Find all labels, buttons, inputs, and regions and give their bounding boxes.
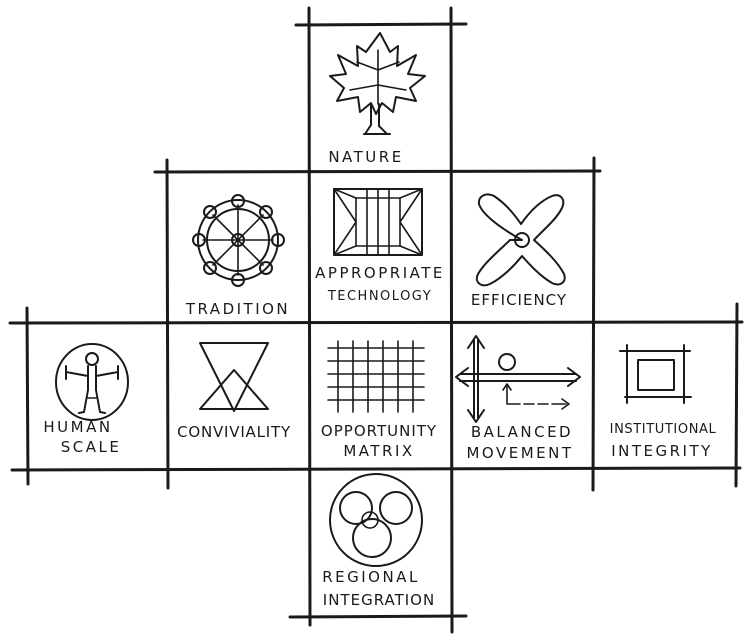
grid-line xyxy=(290,616,466,617)
institutional-integrity-label-1: INSTITUTIONAL xyxy=(610,422,717,437)
wheel-icon xyxy=(193,195,284,286)
appropriate-technology-label-1: APPROPRIATE xyxy=(315,264,445,282)
conviviality-label: CONVIVIALITY xyxy=(177,423,291,441)
four-point-star-icon xyxy=(477,194,565,285)
cell-efficiency: EFFICIENCY xyxy=(471,194,567,309)
tradition-label: TRADITION xyxy=(185,300,290,318)
human-scale-label-1: HUMAN xyxy=(43,418,112,436)
cell-nature: NATURE xyxy=(328,33,425,166)
balanced-movement-label-2: MOVEMENT xyxy=(466,444,573,462)
cell-institutional-integrity: INSTITUTIONAL INTEGRITY xyxy=(610,345,717,460)
efficiency-label: EFFICIENCY xyxy=(471,291,567,309)
cell-conviviality: CONVIVIALITY xyxy=(177,343,291,441)
framed-square-icon xyxy=(620,345,691,403)
grid-icon xyxy=(328,341,424,412)
human-figure-icon xyxy=(56,344,128,420)
grid-line xyxy=(10,322,742,323)
grid-line xyxy=(167,160,168,488)
overlapping-circles-icon xyxy=(330,474,422,566)
cell-regional-integration: REGIONAL INTEGRATION xyxy=(322,474,435,609)
grid-line xyxy=(736,304,737,486)
cell-balanced-movement: BALANCED MOVEMENT xyxy=(456,336,580,462)
human-scale-label-2: SCALE xyxy=(61,438,122,456)
grid-line xyxy=(12,468,740,470)
cell-opportunity-matrix: OPPORTUNITY MATRIX xyxy=(321,341,437,460)
opportunity-matrix-label-1: OPPORTUNITY xyxy=(321,422,437,440)
grid-lines xyxy=(10,8,742,632)
arrows-icon xyxy=(456,336,580,422)
regional-integration-label-2: INTEGRATION xyxy=(323,591,435,609)
grid-line xyxy=(451,8,452,632)
appropriate-technology-label-2: TECHNOLOGY xyxy=(327,289,432,304)
hourglass-triangles-icon xyxy=(200,343,268,411)
institutional-integrity-label-2: INTEGRITY xyxy=(611,442,713,460)
grid-line xyxy=(309,8,310,625)
nature-label: NATURE xyxy=(328,148,403,166)
cell-appropriate-technology: APPROPRIATE TECHNOLOGY xyxy=(315,189,445,304)
opportunity-matrix-label-2: MATRIX xyxy=(343,442,414,460)
maple-leaf-icon xyxy=(330,33,425,134)
balanced-movement-label-1: BALANCED xyxy=(471,423,573,441)
cell-tradition: TRADITION xyxy=(185,195,290,318)
grid-line xyxy=(593,158,594,490)
cell-human-scale: HUMAN SCALE xyxy=(43,344,128,456)
grid-line xyxy=(155,171,600,172)
regional-integration-label-1: REGIONAL xyxy=(322,568,420,586)
grid-line xyxy=(296,24,466,25)
roof-frame-icon xyxy=(334,189,422,255)
grid-line xyxy=(27,308,28,484)
